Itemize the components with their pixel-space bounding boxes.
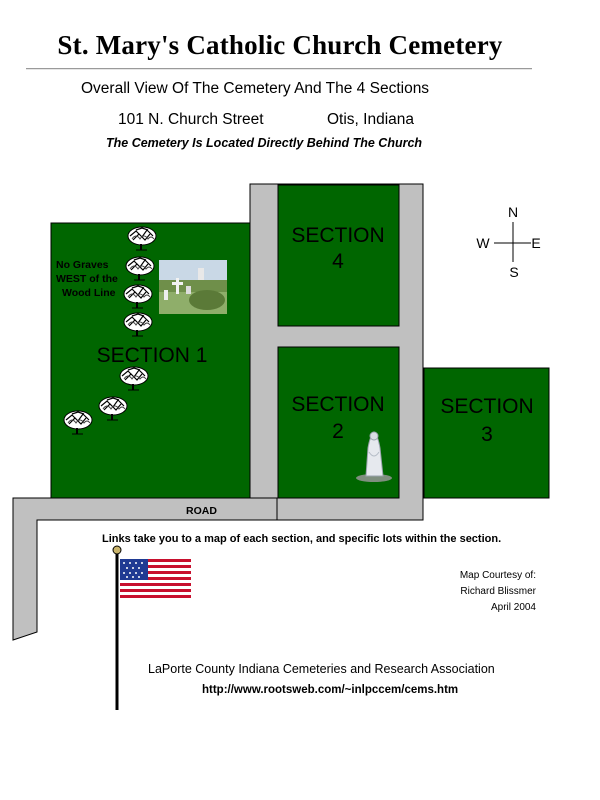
section-3-link[interactable]: SECTION 3: [423, 367, 550, 499]
section-3-label-line1[interactable]: SECTION: [440, 395, 533, 418]
section-2-plot[interactable]: [277, 346, 400, 499]
compass-west: W: [476, 235, 490, 251]
location-note: The Cemetery Is Located Directly Behind …: [106, 136, 423, 150]
section-4-plot[interactable]: [277, 184, 400, 327]
statue-icon: [356, 431, 392, 482]
section-2-link[interactable]: SECTION 2: [277, 346, 400, 499]
american-flag-icon: [112, 545, 191, 710]
road-label: ROAD: [186, 505, 217, 517]
section-4-label-line2[interactable]: 4: [332, 250, 344, 273]
compass-east: E: [531, 235, 540, 251]
compass-rose-icon: N S W E: [476, 204, 540, 280]
title-divider: [26, 68, 532, 70]
credit-line-1: Map Courtesy of:: [459, 570, 536, 581]
subtitle: Overall View Of The Cemetery And The 4 S…: [81, 80, 430, 97]
section-3-label-line2[interactable]: 3: [481, 423, 493, 446]
woods-note-line3: Wood Line: [62, 287, 116, 299]
section-3-plot[interactable]: [423, 367, 550, 499]
section-4-label-line1[interactable]: SECTION: [291, 224, 384, 247]
section-4-link[interactable]: SECTION 4: [277, 184, 400, 327]
credit-line-2: Richard Blissmer: [460, 586, 536, 597]
compass-north: N: [508, 204, 518, 220]
page-title: St. Mary's Catholic Church Cemetery: [57, 30, 503, 60]
city-state: Otis, Indiana: [327, 111, 415, 128]
woods-note-line2: WEST of the: [56, 273, 118, 285]
cemetery-photo: [159, 260, 227, 314]
association-link[interactable]: http://www.rootsweb.com/~inlpccem/cems.h…: [202, 684, 459, 696]
links-note: Links take you to a map of each section,…: [102, 533, 502, 545]
section-1-label[interactable]: SECTION 1: [97, 344, 208, 367]
association-name: LaPorte County Indiana Cemeteries and Re…: [148, 662, 495, 676]
compass-south: S: [509, 264, 518, 280]
street-address: 101 N. Church Street: [118, 111, 264, 128]
woods-note-line1: No Graves: [56, 259, 109, 271]
section-2-label-line1[interactable]: SECTION: [291, 393, 384, 416]
map-credit: Map Courtesy of: Richard Blissmer April …: [460, 568, 536, 616]
credit-line-3: April 2004: [490, 602, 536, 613]
section-2-label-line2[interactable]: 2: [332, 420, 344, 443]
